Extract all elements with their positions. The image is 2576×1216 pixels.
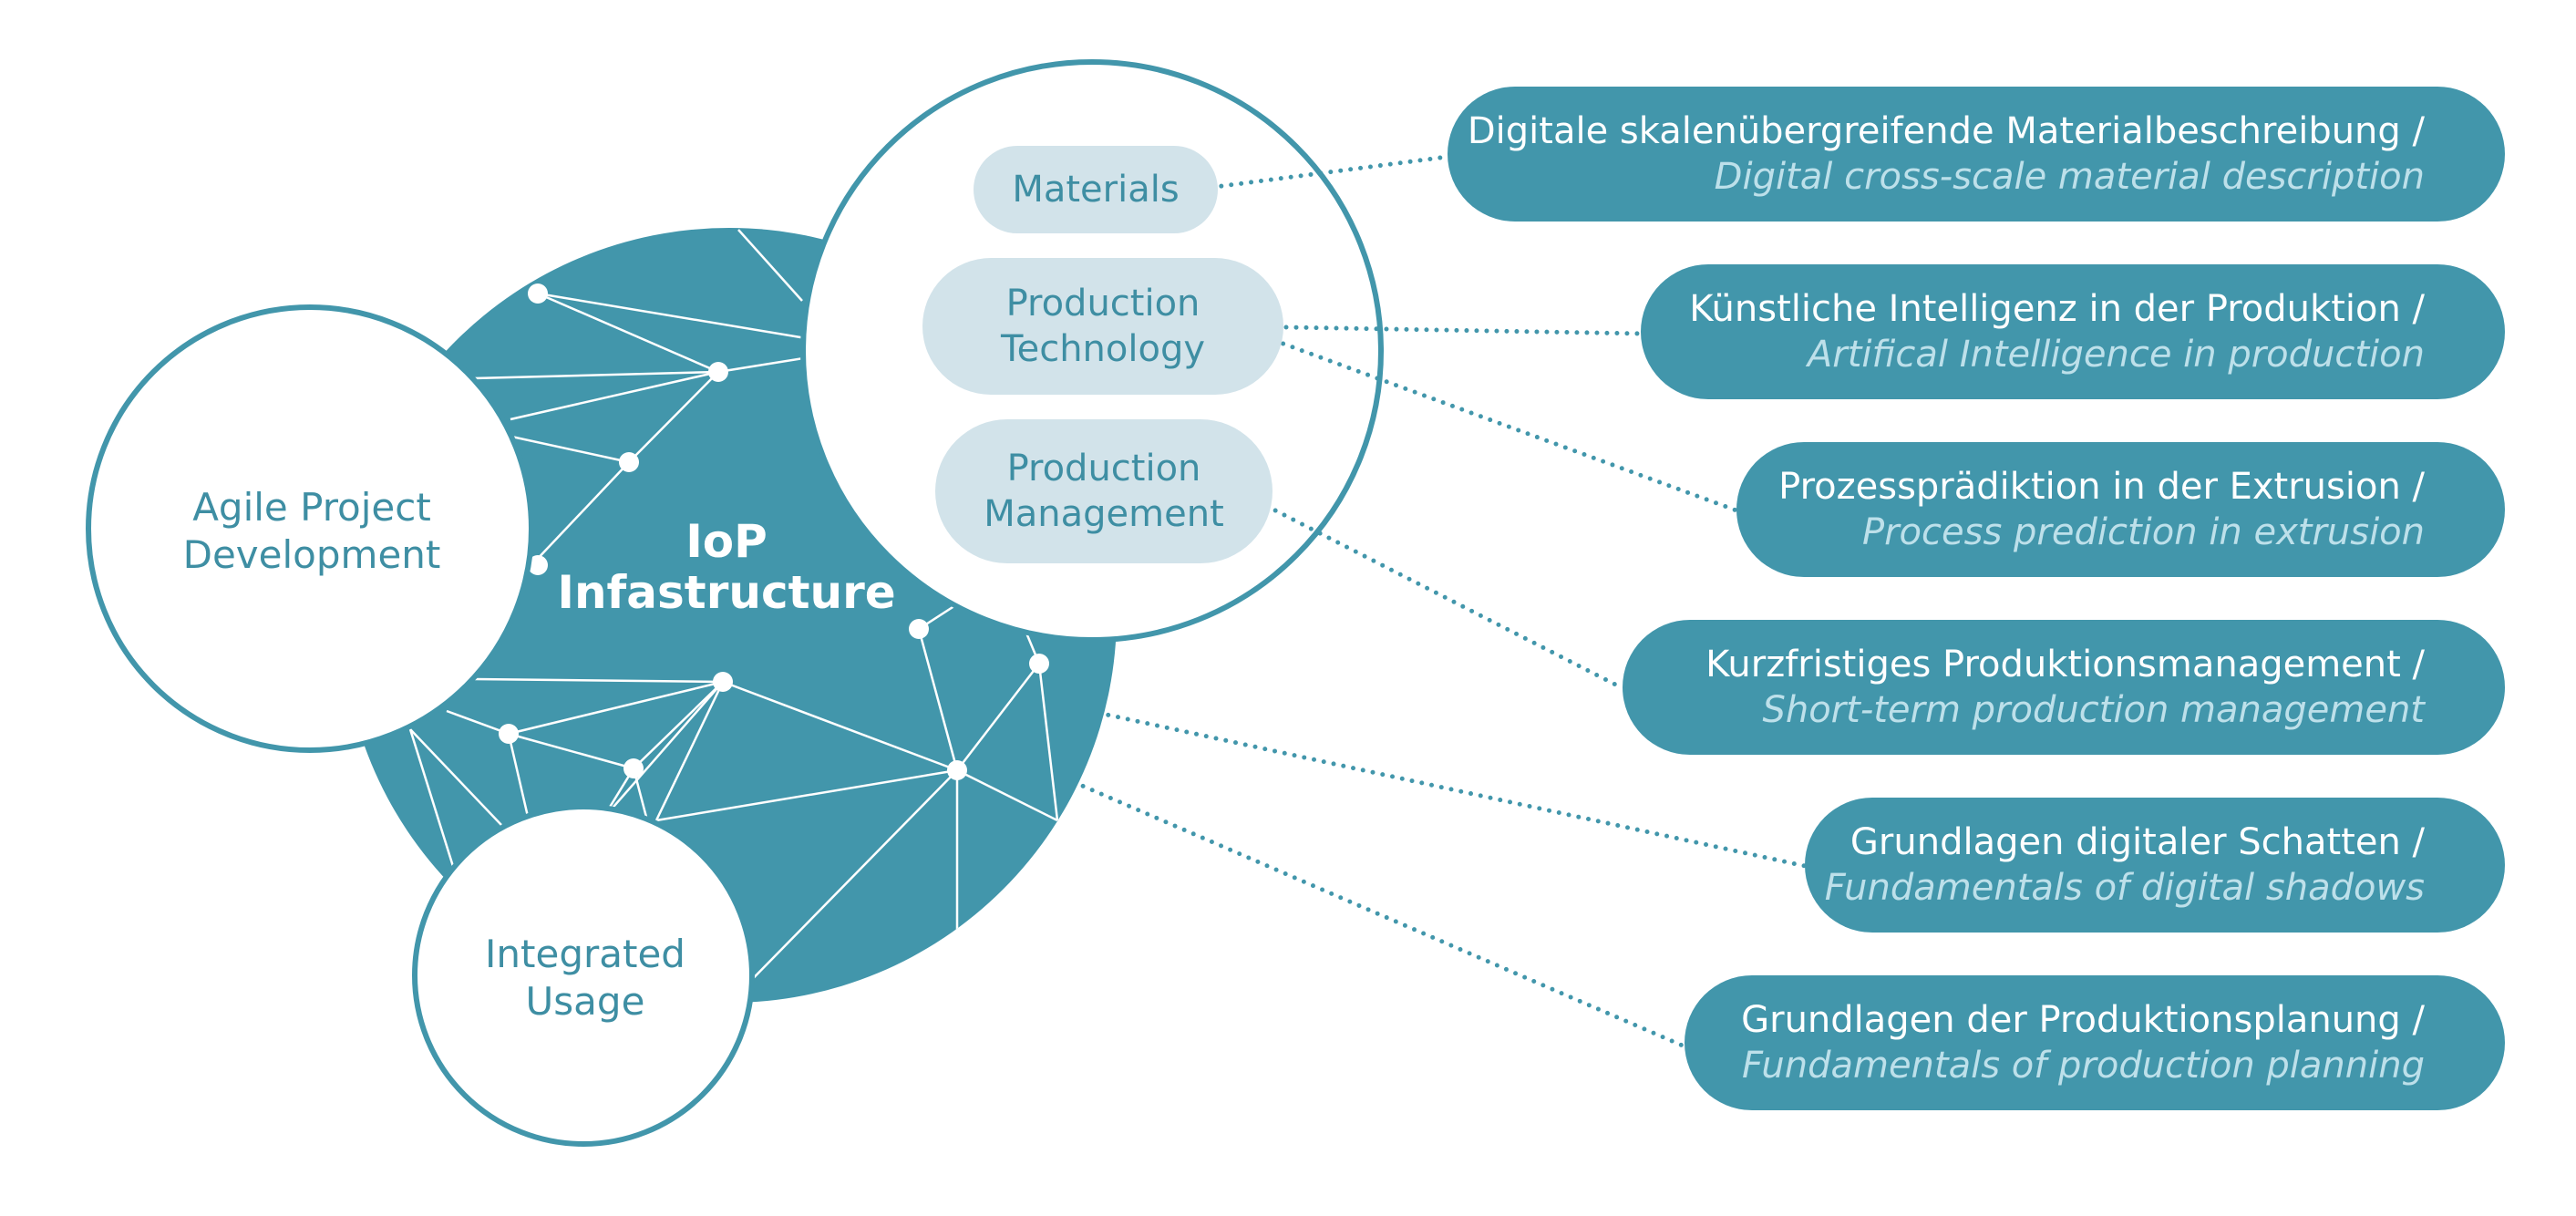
agile-project-label: Agile Project Development <box>182 485 441 577</box>
topic-production-technology: Production Technology <box>922 258 1283 395</box>
project-title-de: Grundlagen digitaler Schatten / <box>1850 821 2425 863</box>
project-pill-ai-production: Künstliche Intelligenz in der Produktion… <box>1641 264 2505 399</box>
project-title-en: Artifical Intelligence in production <box>1807 334 2425 376</box>
project-title-de: Digitale skalenübergreifende Materialbes… <box>1467 110 2425 152</box>
project-pill-material-description: Digitale skalenübergreifende Materialbes… <box>1448 87 2505 222</box>
project-title-en: Process prediction in extrusion <box>1861 511 2425 553</box>
connector-materials <box>1199 154 1450 191</box>
connector-digital-shadows <box>1096 710 1808 869</box>
project-pill-production-planning: Grundlagen der Produktionsplanung / Fund… <box>1685 975 2505 1110</box>
project-pill-process-prediction: Prozessprädiktion in der Extrusion / Pro… <box>1736 442 2505 577</box>
integrated-usage-circle <box>412 804 755 1147</box>
connector-ai <box>1233 324 1643 336</box>
project-title-en: Short-term production management <box>1762 689 2425 731</box>
agile-project-circle <box>86 304 534 753</box>
connector-extrusion <box>1233 324 1739 513</box>
topic-production-management: Production Management <box>935 419 1273 563</box>
project-title-en: Digital cross-scale material description <box>1714 156 2425 198</box>
network-graph <box>363 229 1059 1003</box>
project-pill-digital-shadows: Grundlagen digitaler Schatten / Fundamen… <box>1805 798 2505 933</box>
project-title-en: Fundamentals of digital shadows <box>1824 867 2425 909</box>
project-title-de: Grundlagen der Produktionsplanung / <box>1741 999 2425 1041</box>
project-title-de: Kurzfristiges Produktionsmanagement / <box>1705 644 2425 685</box>
iop-infrastructure-title: IoP Infastructure <box>557 515 896 619</box>
network-nodes <box>499 283 1049 780</box>
integrated-usage-label: Integrated Usage <box>485 932 685 1024</box>
project-pill-short-term-management: Kurzfristiges Produktionsmanagement / Sh… <box>1623 620 2505 755</box>
connector-short-term <box>1237 489 1625 691</box>
connector-production-planning <box>1071 779 1687 1049</box>
topic-materials: Materials <box>974 146 1218 233</box>
connectors <box>1071 154 1808 1049</box>
project-title-en: Fundamentals of production planning <box>1741 1045 2425 1087</box>
project-title-de: Prozessprädiktion in der Extrusion / <box>1778 466 2425 508</box>
project-title-de: Künstliche Intelligenz in der Produktion… <box>1689 288 2425 330</box>
